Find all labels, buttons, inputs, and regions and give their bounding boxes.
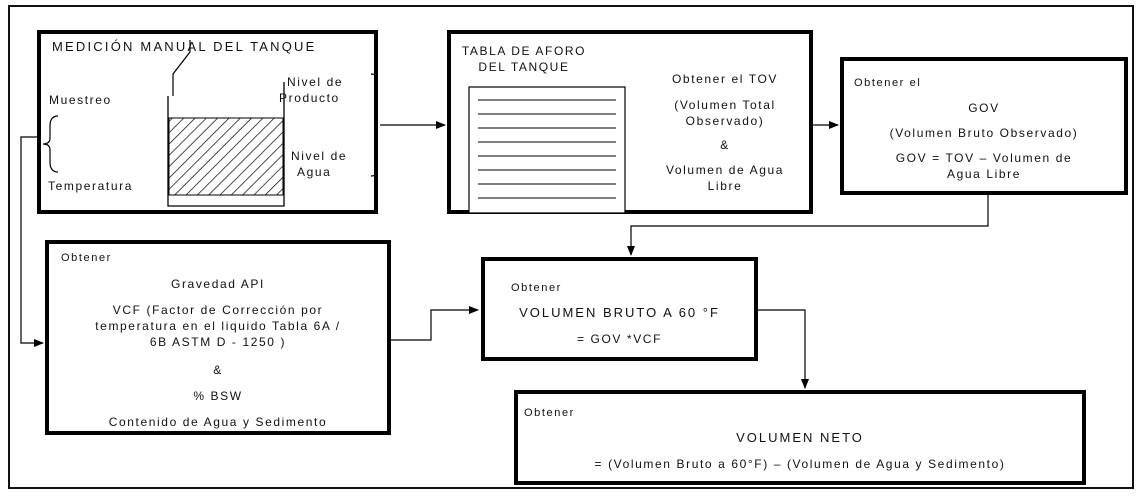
box4-api: Gravedad API xyxy=(171,277,265,291)
tank-gauge-table-box: TABLA DE AFORO DEL TANQUE Obtener el TOV… xyxy=(447,30,813,214)
diagram-frame xyxy=(8,5,1134,489)
nivel-producto-l1: Nivel de xyxy=(287,75,344,89)
arrow-box5-to-box6 xyxy=(757,309,809,389)
nivel-agua-l1: Nivel de xyxy=(291,149,348,163)
gauge-table-icon xyxy=(468,86,626,214)
box4-head: Obtener xyxy=(61,252,112,264)
nivel-producto-l2: Producto xyxy=(279,91,340,105)
box4-vcf-l3: 6B ASTM D - 1250 ) xyxy=(149,335,287,349)
box2-tov: Obtener el TOV xyxy=(671,72,778,86)
box2-title-l1: TABLA DE AFORO xyxy=(461,44,587,58)
gov-box: Obtener el GOV (Volumen Bruto Observado)… xyxy=(840,57,1128,195)
box6-formula: = (Volumen Bruto a 60°F) – (Volumen de A… xyxy=(594,457,1006,471)
box6-head: Obtener xyxy=(524,407,575,419)
box4-vcf-l1: VCF (Factor de Corrección por xyxy=(112,303,324,317)
box2-amp: & xyxy=(720,138,730,152)
api-vcf-bsw-box: Obtener Gravedad API VCF (Factor de Corr… xyxy=(45,240,391,435)
box2-title-l2: DEL TANQUE xyxy=(478,60,570,74)
box6-title: VOLUMEN NETO xyxy=(736,430,864,445)
box3-head: Obtener el xyxy=(854,77,922,89)
arrow-box3-to-box5 xyxy=(627,195,989,256)
muestreo-label: Muestreo xyxy=(49,93,112,107)
gross-volume-box: Obtener VOLUMEN BRUTO A 60 °F = GOV *VCF xyxy=(481,257,758,361)
box2-tov-desc-l1: (Volumen Total xyxy=(674,98,776,112)
box4-bsw: % BSW xyxy=(193,389,243,403)
net-volume-box: Obtener VOLUMEN NETO = (Volumen Bruto a … xyxy=(514,390,1086,485)
arrow-box4-to-box5 xyxy=(390,306,479,341)
box3-gov: GOV xyxy=(968,101,1000,115)
box2-free-water-l2: Libre xyxy=(707,179,743,193)
box5-formula: = GOV *VCF xyxy=(576,332,663,346)
box4-vcf-l2: temperatura en el liquido Tabla 6A / xyxy=(95,319,341,333)
box4-bsw-desc: Contenido de Agua y Sedimento xyxy=(108,415,328,429)
box3-formula-l1: GOV = TOV – Volumen de xyxy=(895,151,1073,165)
box3-desc: (Volumen Bruto Observado) xyxy=(889,126,1079,140)
arrow-box1-to-box4 xyxy=(20,136,48,347)
nivel-agua-l2: Agua xyxy=(297,165,332,179)
box2-tov-desc-l2: Observado) xyxy=(685,114,765,128)
tank-icon xyxy=(42,40,374,207)
box5-head: Obtener xyxy=(511,282,562,294)
temperatura-label: Temperatura xyxy=(48,179,133,193)
box3-formula-l2: Agua Libre xyxy=(946,167,1022,181)
box2-free-water-l1: Volumen de Agua xyxy=(665,163,785,177)
box4-amp: & xyxy=(213,363,223,377)
manual-measurement-box: MEDICIÓN MANUAL DEL TANQUE Muestreo Temp… xyxy=(37,30,378,214)
box1-title: MEDICIÓN MANUAL DEL TANQUE xyxy=(52,39,317,54)
box5-title: VOLUMEN BRUTO A 60 °F xyxy=(519,305,720,320)
